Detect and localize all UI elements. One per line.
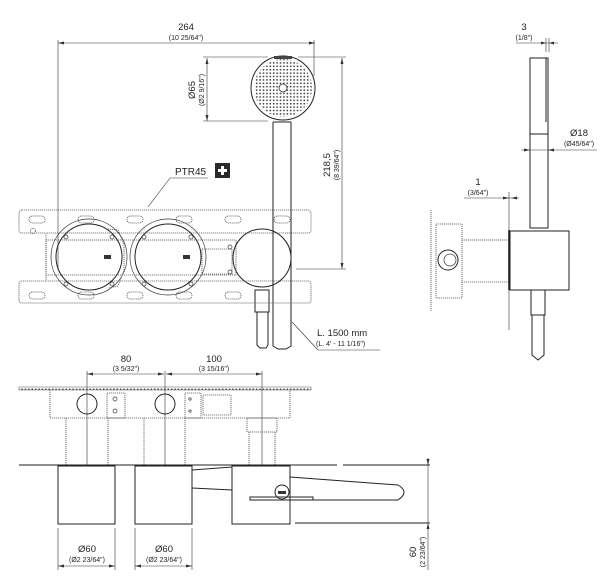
knob-2 — [134, 465, 193, 525]
dim-head-diameter: Ø65 (Ø2 9/16") — [187, 56, 268, 122]
hand-shower — [250, 55, 316, 350]
hose-length-metric: L. 1500 mm — [317, 328, 367, 339]
diverter-knob — [232, 228, 292, 349]
hose-length-label: L. 1500 mm (L. 4' - 11 1/16") — [291, 321, 380, 351]
dim-height-metric: 218,5 — [322, 153, 333, 177]
dim-spacing-1-imperial: (3 5/32") — [113, 366, 140, 373]
knob-1 — [57, 465, 116, 525]
valve-body-1 — [50, 218, 128, 296]
dim-head-diameter-imperial: (Ø2 9/16") — [199, 74, 206, 106]
dim-knob-2-imperial: (Ø2 23/64") — [146, 557, 182, 564]
dim-spacing-1-metric: 80 — [121, 354, 132, 365]
dim-plate-thickness-imperial: (1/8") — [516, 35, 533, 42]
dim-overall-width-metric: 264 — [178, 22, 194, 33]
hose-length-imperial: (L. 4' - 11 1/16") — [316, 341, 365, 348]
dim-knob-1-metric: Ø60 — [78, 544, 96, 555]
dim-plate-thickness-metric: 3 — [521, 22, 526, 33]
dim-gap-metric: 1 — [475, 177, 480, 188]
side-view: 3 (1/8") Ø18 (Ø45/64") 1 (3/64") — [430, 22, 597, 361]
dim-knob-1: Ø60 (Ø2 23/64") — [57, 528, 116, 570]
dim-spacing-1: 80 (3 5/32") — [87, 354, 164, 376]
valve-body-2 — [129, 218, 233, 296]
mounting-bracket — [18, 209, 312, 304]
dim-plate-thickness: 3 (1/8") — [516, 22, 558, 52]
dim-height-imperial: (8 39/64") — [334, 150, 341, 181]
dim-projection: 60 (2 23/64") — [408, 458, 430, 570]
dim-handle-diameter-imperial: (Ø45/64") — [564, 141, 594, 148]
knob-3 — [231, 465, 291, 525]
dim-handle-diameter-metric: Ø18 — [570, 128, 588, 139]
front-view: 264 (10 25/64") Ø65 (Ø2 9/16") 218,5 (8 … — [18, 22, 380, 351]
dim-gap-imperial: (3/64") — [468, 190, 489, 197]
part-label-ptr45: PTR45 — [147, 163, 230, 208]
top-view: 80 (3 5/32") 100 (3 15/16") — [18, 354, 430, 570]
dim-overall-width: 264 (10 25/64") — [57, 22, 315, 270]
dim-spacing-2-imperial: (3 15/16") — [199, 366, 230, 373]
dim-gap: 1 (3/64") — [464, 177, 519, 330]
dim-knob-2-metric: Ø60 — [155, 544, 173, 555]
dim-projection-imperial: (2 23/64") — [420, 537, 427, 568]
dim-handle-diameter: Ø18 (Ø45/64") — [521, 128, 597, 152]
dim-overall-width-imperial: (10 25/64") — [169, 35, 203, 42]
part-label-text: PTR45 — [175, 167, 207, 178]
dim-projection-metric: 60 — [408, 547, 419, 558]
dim-head-diameter-metric: Ø65 — [187, 81, 198, 99]
dim-height: 218,5 (8 39/64") — [296, 56, 346, 270]
dim-spacing-2-metric: 100 — [206, 354, 222, 365]
dim-knob-1-imperial: (Ø2 23/64") — [69, 557, 105, 564]
dim-knob-2: Ø60 (Ø2 23/64") — [134, 528, 193, 570]
dim-spacing-2: 100 (3 15/16") — [166, 354, 262, 376]
